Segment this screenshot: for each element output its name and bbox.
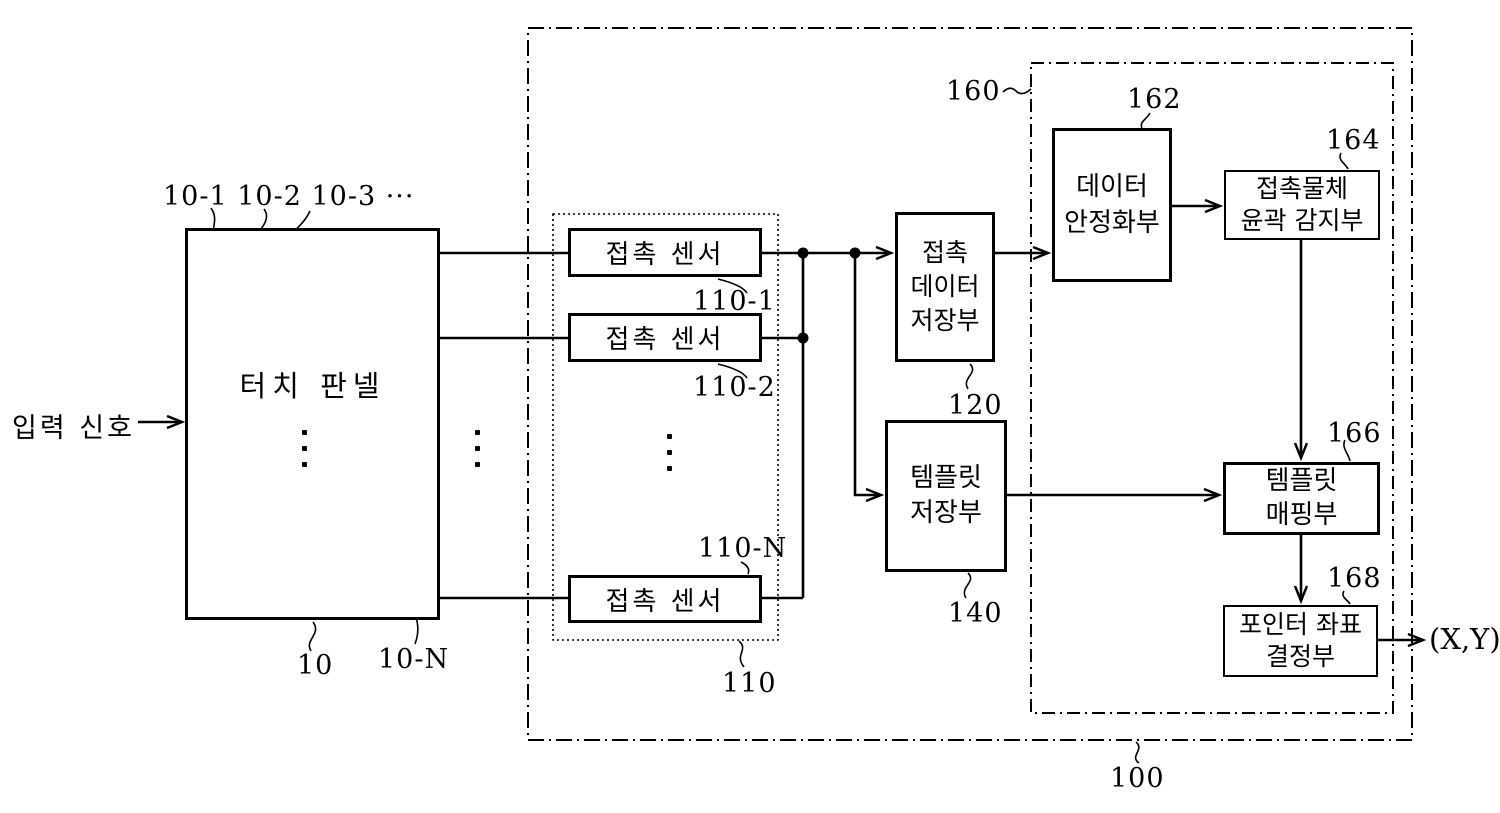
data-stabilizer-box: 데이터 안정화부 <box>1052 128 1172 282</box>
panel-vertical-ellipsis <box>302 430 307 467</box>
signal-flow-arrows <box>138 206 1422 640</box>
bus-to-template-store-arrow <box>853 253 880 495</box>
template-mapper-box: 템플릿 매핑부 <box>1223 462 1380 535</box>
template-mapper-line2: 매핑부 <box>1265 499 1338 530</box>
system-box-100 <box>527 27 1413 741</box>
ref-168: 168 <box>1327 563 1382 594</box>
ref-10: 10 <box>297 650 334 681</box>
ref-120: 120 <box>948 390 1003 421</box>
ref-162: 162 <box>1127 84 1182 115</box>
panel-to-sensor-lines <box>440 251 805 600</box>
ref-10-n: 10-N <box>378 644 450 675</box>
input-signal-label: 입력 신호 <box>12 413 135 444</box>
ref-166: 166 <box>1327 418 1382 449</box>
contact-contour-detector-box: 접촉물체 윤곽 감지부 <box>1224 170 1380 240</box>
ref-110-1: 110-1 <box>693 286 776 317</box>
contact-sensor-1-label: 접촉 센서 <box>605 240 725 270</box>
pointer-determiner-line2: 결정부 <box>1265 642 1335 671</box>
ref-100: 100 <box>1110 763 1165 794</box>
template-mapper-line1: 템플릿 <box>1265 465 1338 496</box>
contact-data-store-line3: 저장부 <box>910 305 980 335</box>
data-stabilizer-line2: 안정화부 <box>1064 208 1160 238</box>
template-store-line2: 저장부 <box>910 498 982 528</box>
contact-sensor-n-label: 접촉 센서 <box>605 586 725 617</box>
contact-sensor-2: 접촉 센서 <box>568 313 762 362</box>
contact-data-store-line2: 데이터 <box>910 272 980 302</box>
contour-detector-line2: 윤곽 감지부 <box>1240 206 1364 235</box>
contact-data-store-box: 접촉 데이터 저장부 <box>895 212 995 362</box>
touch-panel: 터치 판넬 <box>185 228 440 620</box>
pointer-coordinate-determiner-box: 포인터 좌표 결정부 <box>1223 605 1378 677</box>
data-stabilizer-line1: 데이터 <box>1076 171 1148 202</box>
gap-vertical-ellipsis <box>475 430 480 467</box>
contact-sensor-2-label: 접촉 센서 <box>605 325 725 355</box>
touch-panel-title: 터치 판넬 <box>239 369 386 403</box>
ref-110-2: 110-2 <box>693 372 776 403</box>
sensor-vertical-ellipsis <box>667 434 672 471</box>
ref-panel-columns: 10-1 10-2 10-3 ··· <box>163 181 415 212</box>
template-store-line1: 템플릿 <box>910 462 982 493</box>
junction-dots <box>797 247 861 344</box>
contact-sensor-1: 접촉 센서 <box>568 228 762 277</box>
output-coordinates-label: (X,Y) <box>1429 622 1500 656</box>
contact-data-store-line1: 접촉 <box>921 238 968 268</box>
pointer-determiner-line1: 포인터 좌표 <box>1239 609 1362 639</box>
ref-110-n: 110-N <box>698 533 788 564</box>
processing-unit-box-160 <box>1030 62 1394 714</box>
contour-detector-line1: 접촉물체 <box>1255 173 1348 203</box>
contact-sensor-n: 접촉 센서 <box>568 575 762 623</box>
ref-160: 160 <box>946 76 1001 107</box>
ref-140: 140 <box>948 598 1003 629</box>
template-store-box: 템플릿 저장부 <box>885 420 1007 572</box>
ref-110: 110 <box>722 668 777 699</box>
ref-164: 164 <box>1326 125 1381 156</box>
